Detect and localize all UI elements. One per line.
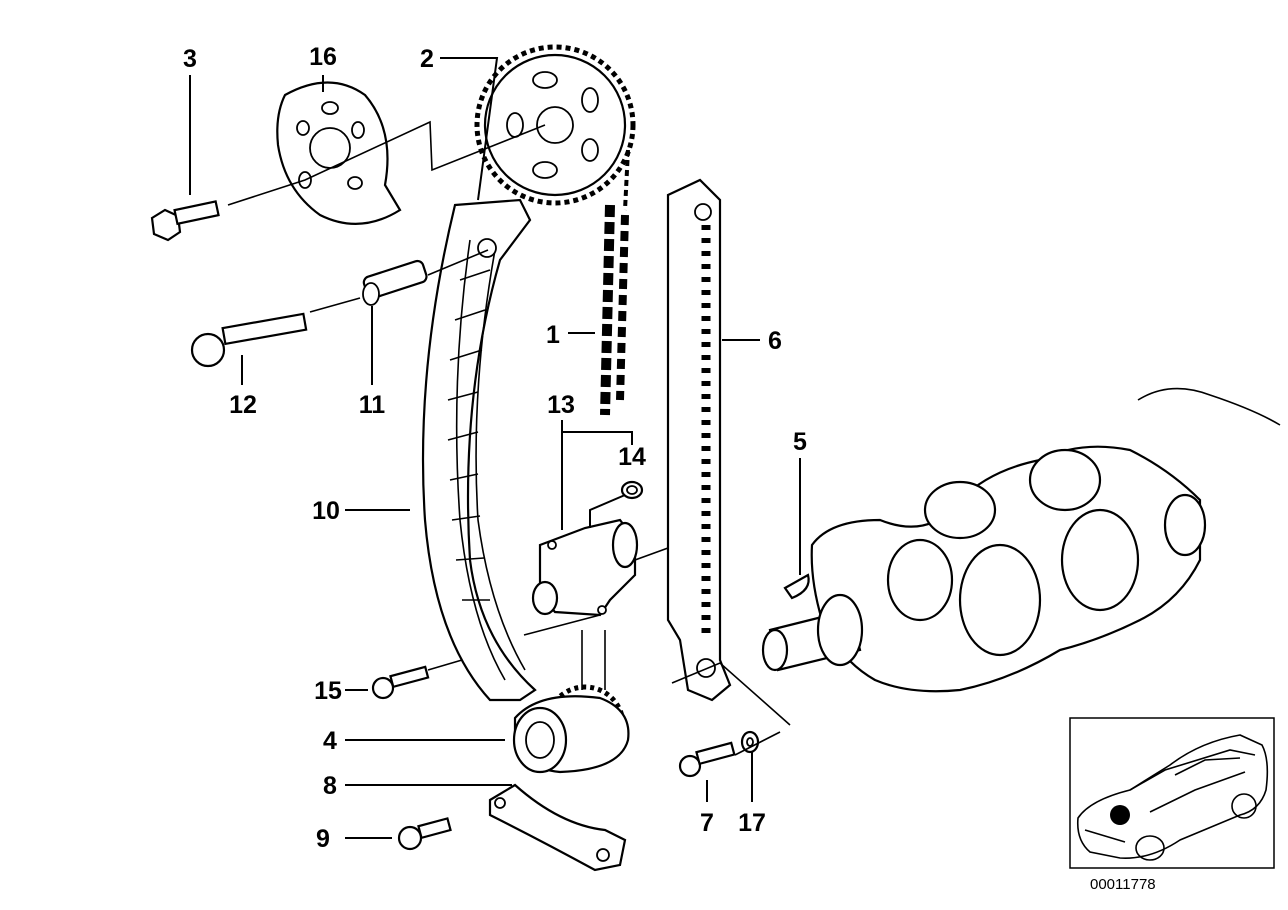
vehicle-locator-inset (1069, 717, 1275, 869)
part-8-bottom-guide[interactable] (488, 783, 627, 872)
part-13-chain-tensioner[interactable] (531, 518, 639, 617)
part-14-o-ring[interactable] (620, 480, 644, 500)
part-9-bolt[interactable] (397, 817, 452, 851)
callout-1: 1 (546, 321, 560, 349)
part-3-bolt[interactable] (150, 200, 220, 242)
callout-4: 4 (323, 727, 337, 755)
callout-15: 15 (314, 677, 342, 705)
callout-10: 10 (312, 497, 340, 525)
locator-dot (1110, 805, 1130, 825)
part-6-guide-rail[interactable] (666, 178, 732, 702)
part-10-tensioner-rail[interactable] (421, 198, 537, 702)
part-5-woodruff-key[interactable] (783, 573, 810, 600)
callout-16: 16 (309, 43, 337, 71)
car-outline-icon (1076, 734, 1269, 861)
callout-2: 2 (420, 45, 434, 73)
part-12-bolt[interactable] (190, 312, 308, 368)
leader-lines (189, 57, 801, 839)
part-2-camshaft-sprocket[interactable] (474, 44, 636, 206)
part-16-cover-plate[interactable] (276, 81, 402, 225)
callout-11: 11 (359, 391, 386, 419)
callout-8: 8 (323, 772, 337, 800)
callout-12: 12 (229, 391, 257, 419)
callout-13: 13 (547, 391, 575, 419)
part-7-bolt[interactable] (678, 741, 736, 778)
part-11-sleeve[interactable] (362, 259, 428, 306)
callout-5: 5 (793, 428, 807, 456)
part-4-crankshaft-sprocket[interactable] (512, 684, 630, 774)
part-17-washer[interactable] (740, 730, 760, 754)
callout-7: 7 (700, 809, 714, 837)
callout-6: 6 (768, 327, 782, 355)
reference-number: 00011778 (1090, 876, 1156, 893)
crankshaft-illustration (761, 387, 1281, 693)
callout-14: 14 (618, 443, 646, 471)
callout-17: 17 (738, 809, 766, 837)
part-1-timing-chain[interactable] (600, 149, 630, 416)
part-15-bolt[interactable] (371, 665, 430, 700)
callout-3: 3 (183, 45, 197, 73)
callout-labels: 1 2 3 4 5 6 7 8 9 10 11 12 13 14 15 16 1… (183, 43, 807, 853)
callout-9: 9 (316, 825, 330, 853)
